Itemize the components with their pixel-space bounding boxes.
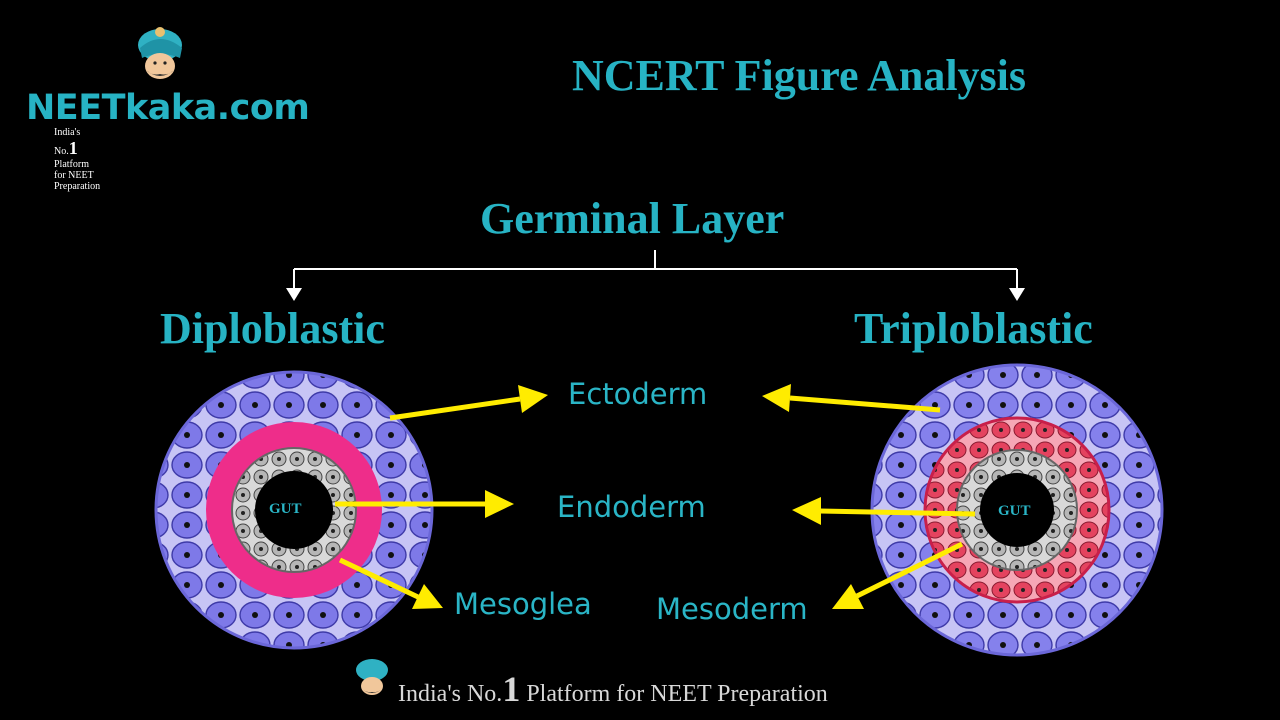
brand-tagline-number: 1	[68, 138, 78, 158]
label-mesoglea: Mesoglea	[454, 587, 592, 621]
arrowhead-diplo-ectoderm	[518, 385, 548, 413]
brand-tagline: India's No.1 Platform for NEET Preparati…	[54, 127, 100, 192]
footer-tagline-number: 1	[502, 669, 521, 709]
label-arrows	[335, 384, 976, 609]
arrow-triplo-endoderm	[819, 508, 976, 517]
diplo-gut-label: GUT	[269, 501, 302, 517]
label-ectoderm: Ectoderm	[568, 377, 708, 411]
branch-triploblastic: Triploblastic	[854, 304, 1093, 353]
footer-tagline-post: Platform for NEET Preparation	[520, 681, 828, 707]
diploblastic-cross-section	[154, 370, 434, 650]
arrow-diplo-mesoglea	[338, 557, 420, 600]
arrowhead-triplo-endoderm	[792, 497, 821, 525]
arrow-triplo-mesoderm	[855, 541, 964, 599]
triploblastic-cross-section	[870, 363, 1164, 657]
brand-name: NEETkaka.com	[26, 88, 310, 128]
footer-tagline-pre: India's No.	[398, 681, 503, 707]
brand-tagline-pre: India's No.	[54, 127, 81, 157]
arrow-down-icon	[1009, 288, 1025, 301]
arrowhead-diplo-mesoglea	[412, 584, 443, 609]
footer-tagline: India's No.1 Platform for NEET Preparati…	[398, 668, 828, 710]
arrow-down-icon	[286, 288, 302, 301]
arrow-triplo-ectoderm	[789, 395, 941, 413]
branch-diploblastic: Diploblastic	[160, 304, 385, 353]
brand-tagline-post: Platform for NEET Preparation	[54, 159, 101, 192]
label-endoderm: Endoderm	[557, 490, 706, 524]
label-mesoderm: Mesoderm	[656, 592, 808, 626]
tree-connector	[293, 250, 1018, 290]
triplo-gut-label: GUT	[998, 503, 1031, 519]
root-node-germinal-layer: Germinal Layer	[480, 194, 785, 243]
arrow-diplo-ectoderm	[389, 396, 521, 421]
arrowhead-diplo-endoderm	[485, 490, 514, 518]
arrowhead-triplo-mesoderm	[832, 584, 864, 609]
page-title: NCERT Figure Analysis	[572, 51, 1027, 100]
arrowhead-triplo-ectoderm	[762, 384, 791, 412]
